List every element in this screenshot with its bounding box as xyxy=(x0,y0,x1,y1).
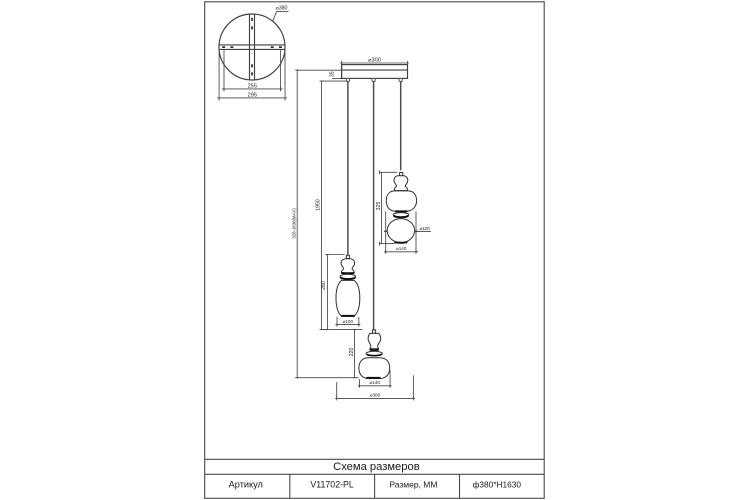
svg-text:⌀140: ⌀140 xyxy=(396,246,407,251)
svg-text:V11702-PL: V11702-PL xyxy=(310,480,353,490)
svg-text:⌀120: ⌀120 xyxy=(420,226,431,231)
svg-text:328-1830(МАХ): 328-1830(МАХ) xyxy=(291,208,296,239)
svg-text:1950: 1950 xyxy=(316,199,322,211)
svg-text:Схема размеров: Схема размеров xyxy=(333,461,420,473)
svg-text:⌀100: ⌀100 xyxy=(343,319,354,324)
svg-text:220: 220 xyxy=(349,348,355,357)
svg-text:295: 295 xyxy=(248,93,257,99)
svg-text:⌀300: ⌀300 xyxy=(368,57,381,63)
svg-text:⌀380: ⌀380 xyxy=(276,6,288,12)
svg-text:⌀140: ⌀140 xyxy=(369,380,380,385)
svg-text:ф380*H1630: ф380*H1630 xyxy=(473,480,522,490)
svg-text:325: 325 xyxy=(376,202,382,211)
svg-text:255: 255 xyxy=(248,84,257,90)
svg-text:280: 280 xyxy=(321,281,327,290)
svg-text:⌀380: ⌀380 xyxy=(370,393,381,398)
svg-text:35: 35 xyxy=(329,71,335,77)
svg-text:Размер, ММ: Размер, ММ xyxy=(389,480,437,490)
svg-text:Артикул: Артикул xyxy=(229,480,263,490)
